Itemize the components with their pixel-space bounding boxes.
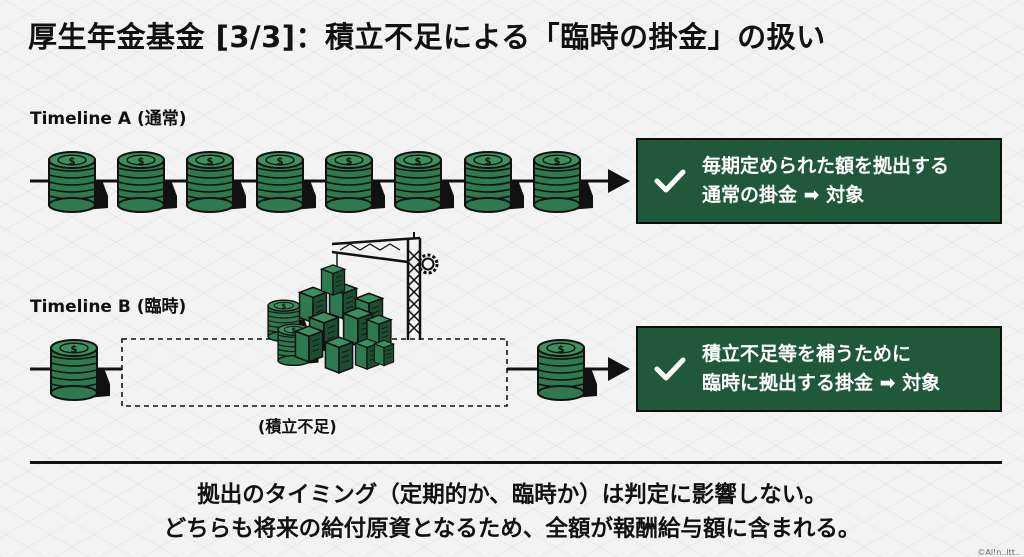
coin-stack-icon (464, 151, 525, 213)
coin-stack-icon (50, 339, 111, 401)
summary-line2: どちらも将来の給付原資となるため、全額が報酬給与額に含まれる。 (163, 516, 861, 542)
coin-stack-icon (186, 151, 247, 213)
timeline-a-result-line1: 毎期定められた額を拠出する (702, 155, 950, 177)
arrow-head-icon (608, 357, 630, 381)
coin-stack-icon (325, 151, 386, 213)
coin-stack-icon (537, 339, 598, 401)
shortfall-label: (積立不足) (258, 417, 337, 436)
timeline-b-result-line1: 積立不足等を補うために (702, 343, 912, 365)
summary-line1: 拠出のタイミング（定期的か、臨時か）は判定に影響しない。 (197, 482, 827, 508)
gear-icon (417, 253, 439, 275)
coin-stack-icon (533, 151, 594, 213)
timeline-b-result-box: 積立不足等を補うために 臨時に拠出する掛金 ➡ 対象 (636, 326, 1002, 412)
timeline-b-label: Timeline B (臨時) (30, 297, 187, 317)
coin-stack-icon (394, 151, 455, 213)
crane-icon (331, 232, 422, 340)
coin-stack-icon (256, 151, 317, 213)
divider (30, 461, 1002, 464)
check-icon (638, 138, 702, 224)
timeline-a-label: Timeline A (通常) (30, 109, 187, 129)
timeline-a-result-box: 毎期定められた額を拠出する 通常の掛金 ➡ 対象 (636, 138, 1002, 224)
timeline-a-result-line2: 通常の掛金 ➡ 対象 (702, 184, 865, 206)
arrow-head-icon (608, 169, 630, 193)
coin-stack-icon (117, 151, 178, 213)
coin-stack-icon (48, 151, 109, 213)
check-icon (638, 326, 702, 412)
summary: 拠出のタイミング（定期的か、臨時か）は判定に影響しない。 どちらも将来の給付原資… (0, 478, 1024, 546)
page-title: 厚生年金基金 [3/3]：積立不足による「臨時の掛金」の扱い (28, 20, 826, 54)
credit-watermark: ©Al!n..ltt.. (977, 548, 1020, 557)
timeline-b-result-line2: 臨時に拠出する掛金 ➡ 対象 (702, 372, 941, 394)
block-pile-icon (267, 264, 395, 374)
